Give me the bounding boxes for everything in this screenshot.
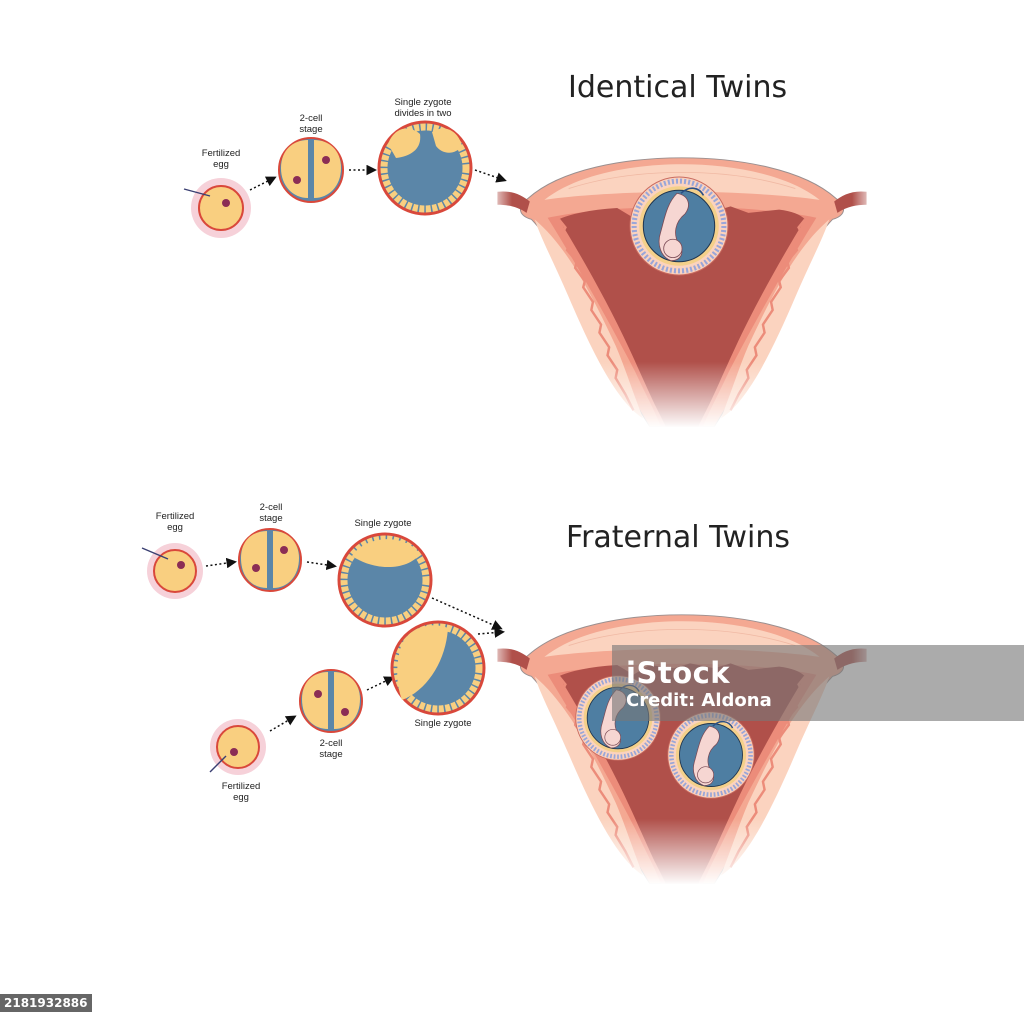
fraternal-top-two-cell-label: 2-cell stage [259, 502, 283, 524]
fraternal-bottom-fertilized-egg [209, 719, 266, 775]
identical-twins-section [183, 120, 878, 430]
fraternal-bottom-fertilized-egg-label: Fertilized egg [221, 781, 261, 803]
image-id-badge: 2181932886 [0, 994, 92, 1012]
identical-twins-title: Identical Twins [568, 70, 788, 105]
fraternal-top-zygote [337, 532, 433, 628]
fraternal-bottom-two-cell-label: 2-cell stage [319, 738, 343, 760]
identical-zygote-divides [377, 120, 473, 216]
watermark-credit: Credit: Aldona [626, 690, 772, 711]
identical-two-cell-label: 2-cell stage [299, 113, 323, 135]
fraternal-top-zygote-label: Single zygote [354, 518, 412, 529]
fraternal-twins-section [141, 528, 878, 887]
fraternal-top-fertilized-egg-label: Fertilized egg [155, 511, 195, 533]
identical-two-cell-stage [278, 137, 344, 203]
identical-zygote-label: Single zygote divides in two [394, 97, 452, 119]
fraternal-bottom-zygote [390, 620, 486, 716]
identical-fertilized-egg-label: Fertilized egg [201, 148, 241, 170]
fraternal-gestational-sac-right [668, 712, 754, 798]
fraternal-bottom-zygote-label: Single zygote [414, 718, 472, 729]
watermark-logo: iStock [626, 656, 731, 690]
fraternal-top-two-cell-stage [238, 528, 302, 592]
watermark-banner [612, 645, 1024, 721]
identical-gestational-sac [630, 177, 728, 275]
fraternal-bottom-two-cell-stage [299, 669, 363, 733]
fraternal-top-fertilized-egg [141, 543, 203, 599]
fraternal-twins-title: Fraternal Twins [566, 520, 790, 555]
identical-fertilized-egg [183, 178, 251, 238]
